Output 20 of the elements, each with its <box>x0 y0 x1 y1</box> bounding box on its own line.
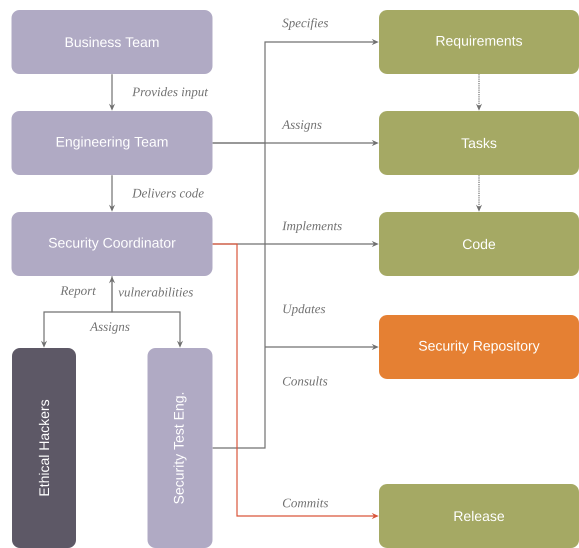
process-box: Security Repository <box>379 315 579 379</box>
label: Consults <box>282 376 328 386</box>
process-box: Business Team <box>12 10 212 74</box>
process-box: Ethical Hackers <box>12 348 76 548</box>
edge-label: Updates <box>281 303 327 317</box>
process-box: Requirements <box>379 10 579 74</box>
edge-label: Implements <box>281 220 344 234</box>
edge-label: Delivers code <box>131 187 206 199</box>
process-box: Security Coordinator <box>12 212 212 276</box>
edge-label: Provides input <box>131 86 209 100</box>
process-box: Security Test Eng. <box>148 348 212 548</box>
edge-label: Specifies <box>281 17 330 31</box>
process-box: Release <box>379 484 579 548</box>
edge-label: Assigns <box>89 321 131 335</box>
process-box: Tasks <box>379 111 579 175</box>
process-box: Code <box>379 212 579 276</box>
process-box: Engineering Team <box>12 111 212 175</box>
label: vulnerabilities <box>118 287 193 297</box>
edge-label: Commits <box>281 498 330 508</box>
edge-label: Assigns <box>281 119 323 133</box>
